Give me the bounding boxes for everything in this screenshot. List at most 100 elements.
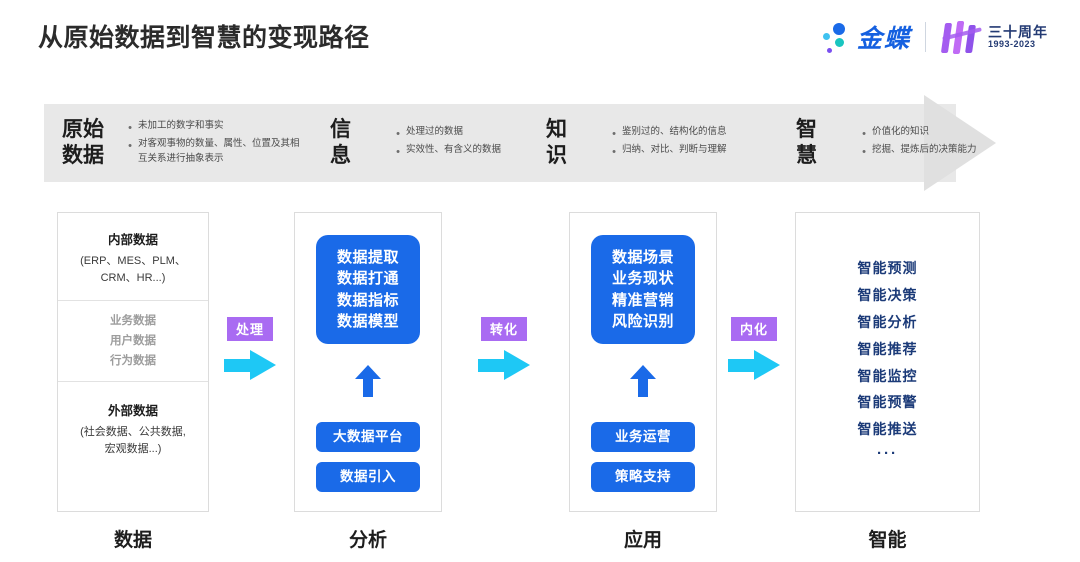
intelligence-item: 智能分析: [857, 313, 918, 330]
transition-label-convert: 转化: [480, 317, 527, 341]
column-analysis: 数据提取数据打通数据指标数据模型 大数据平台 数据引入: [294, 212, 442, 512]
analysis-capability-line: 数据打通: [336, 270, 399, 288]
intelligence-more-indicator: ···: [877, 445, 898, 463]
analysis-capability-line: 数据指标: [336, 291, 399, 309]
up-arrow-icon: [630, 365, 656, 397]
bullet-dot-icon: •: [128, 122, 132, 135]
data-types-list: 业务数据用户数据行为数据: [66, 311, 200, 371]
band-bullet-row: • 对客观事物的数量、属性、位置及其相互关系进行抽象表示: [122, 137, 308, 166]
band-bullet-text: 归纳、对比、判断与理解: [622, 144, 727, 155]
internal-data-line: (ERP、MES、PLM、: [80, 255, 186, 267]
brand-name: 金蝶: [856, 25, 911, 53]
band-segment-title: 知识: [546, 117, 567, 167]
anniversary-label: 三十周年: [988, 23, 1048, 40]
right-arrow-icon: [224, 350, 276, 380]
external-data-line: (社会数据、公共数据,: [80, 426, 186, 439]
intelligence-item: 智能预测: [857, 260, 918, 276]
band-segment-bullets: • 处理过的数据 •实效性、有含义的数据: [390, 125, 501, 161]
internal-data-line: CRM、HR...): [100, 271, 166, 284]
column-label-analysis: 分析: [348, 530, 387, 551]
internal-data-section: 内部数据 (ERP、MES、PLM、 CRM、HR...): [58, 213, 208, 300]
internal-data-heading: 内部数据: [107, 233, 158, 247]
column-label-application: 应用: [623, 530, 662, 551]
band-segment-bullets: • 未加工的数字和事实 • 对客观事物的数量、属性、位置及其相互关系进行抽象表示: [122, 119, 308, 166]
band-segment-information: 信息 • 处理过的数据 •实效性、有含义的数据: [330, 104, 501, 182]
band-bullet-text: 挖掘、提炼后的决策能力: [872, 144, 977, 155]
external-data-detail: (社会数据、公共数据, 宏观数据...): [66, 424, 200, 457]
band-bullet-text: 处理过的数据: [406, 125, 464, 137]
intelligence-item: 智能决策: [857, 286, 918, 303]
column-label-intelligence: 智能: [868, 530, 907, 551]
band-segment-title: 智慧: [796, 117, 817, 167]
band-segment-knowledge: 知识 • 鉴别过的、结构化的信息 • 归纳、对比、判断与理解: [546, 104, 727, 182]
band-segment-title: 原始数据: [62, 117, 104, 167]
band-bullet-row: • 未加工的数字和事实: [122, 119, 308, 137]
band-bullet-row: • 归纳、对比、判断与理解: [606, 143, 727, 161]
analysis-capability-line: 数据模型: [336, 312, 399, 330]
application-capability-line: 业务现状: [611, 270, 674, 288]
band-segment-wisdom: 智慧•价值化的知识•挖掘、提炼后的决策能力: [796, 104, 977, 182]
brand-divider: [925, 22, 926, 52]
bullet-dot-icon: •: [612, 146, 616, 158]
intelligence-item: 智能推送: [857, 421, 918, 438]
anniversary-badge: 三十周年 1993-2023: [940, 20, 1048, 54]
application-capability-box: 数据场景业务现状精准营销风险识别: [591, 235, 695, 345]
application-capability-line: 精准营销: [611, 291, 674, 309]
column-data: 内部数据 (ERP、MES、PLM、 CRM、HR...) 业务数据用户数据行为数…: [57, 212, 209, 512]
band-body: [44, 104, 956, 182]
brand-logo: 金蝶 三十周年 1993-2023: [819, 18, 1048, 56]
column-application: 数据场景业务现状精准营销风险识别 业务运营 策略支持: [569, 212, 717, 512]
band-arrowhead-icon: [924, 95, 996, 191]
data-types-section: 业务数据用户数据行为数据: [58, 300, 208, 383]
band-segment-bullets: • 鉴别过的、结构化的信息 • 归纳、对比、判断与理解: [606, 125, 727, 161]
intelligence-item: 智能监控: [857, 367, 918, 384]
right-arrow-icon: [478, 350, 530, 380]
application-capability-line: 数据场景: [611, 249, 674, 266]
analysis-capability-line: 数据提取: [336, 249, 399, 266]
application-capability-line: 风险识别: [611, 312, 674, 330]
column-intelligence: 智能预测智能决策智能分析智能推荐智能监控智能预警智能推送 ···: [795, 212, 980, 512]
bullet-dot-icon: •: [862, 146, 866, 158]
bullet-dot-icon: •: [396, 127, 400, 140]
bullet-dot-icon: •: [862, 127, 866, 140]
band-bullet-text: 实效性、有含义的数据: [406, 144, 502, 155]
intelligence-item: 智能推荐: [857, 340, 918, 357]
band-segment-title: 信息: [330, 117, 351, 167]
maturity-arrow-band: 原始数据 • 未加工的数字和事实 • 对客观事物的数量、属性、位置及其相互关系进行抽象表…: [44, 95, 1026, 191]
external-data-section: 外部数据 (社会数据、公共数据,宏观数据...): [58, 382, 208, 471]
data-type-item: 用户数据: [110, 335, 156, 348]
transition-internalize: 内化: [722, 317, 786, 380]
column-label-data: 数据: [113, 530, 152, 551]
anniversary-years: 1993-2023: [988, 38, 1036, 49]
analysis-pill-1[interactable]: 大数据平台: [316, 422, 420, 452]
up-arrow-icon: [355, 365, 381, 397]
band-bullet-text: 未加工的数字和事实: [138, 120, 224, 132]
right-arrow-icon: [728, 350, 780, 380]
data-type-item: 业务数据: [110, 315, 156, 327]
band-bullet-row: •价值化的知识: [856, 125, 977, 143]
intelligence-capability-list: 智能预测智能决策智能分析智能推荐智能监控智能预警智能推送 ···: [796, 255, 979, 462]
intelligence-item: 智能预警: [857, 394, 918, 411]
band-segment-raw-data: 原始数据 • 未加工的数字和事实 • 对客观事物的数量、属性、位置及其相互关系进行抽象表…: [62, 104, 308, 182]
page-title: 从原始数据到智慧的变现路径: [38, 24, 370, 52]
internal-data-detail: (ERP、MES、PLM、 CRM、HR...): [66, 253, 200, 286]
analysis-pill-2[interactable]: 数据引入: [316, 462, 420, 492]
band-bullet-row: • 鉴别过的、结构化的信息: [606, 125, 727, 143]
band-bullet-text: 对客观事物的数量、属性、位置及其相互关系进行抽象表示: [138, 138, 300, 165]
external-data-line: 宏观数据...): [104, 442, 162, 455]
band-segment-bullets: •价值化的知识•挖掘、提炼后的决策能力: [856, 125, 977, 161]
bullet-dot-icon: •: [612, 127, 616, 140]
anniversary-mark-icon: [940, 20, 982, 54]
band-bullet-text: 鉴别过的、结构化的信息: [622, 125, 727, 137]
application-pill-1[interactable]: 业务运营: [591, 422, 695, 452]
band-bullet-row: •实效性、有含义的数据: [390, 143, 501, 161]
band-bullet-row: • 处理过的数据: [390, 125, 501, 143]
transition-label-internalize: 内化: [730, 317, 777, 341]
transition-process: 处理: [218, 317, 282, 380]
transition-convert: 转化: [472, 317, 536, 380]
transition-label-process: 处理: [226, 317, 273, 341]
bullet-dot-icon: •: [128, 140, 132, 153]
application-pill-2[interactable]: 策略支持: [591, 462, 695, 492]
data-type-item: 行为数据: [110, 355, 156, 368]
